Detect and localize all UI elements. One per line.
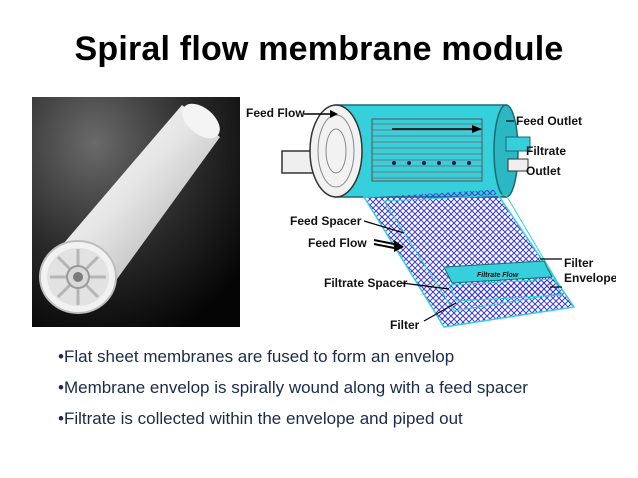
label-feed-flow-top: Feed Flow: [246, 106, 305, 120]
bullet-list: •Flat sheet membranes are fused to form …: [58, 345, 618, 438]
label-filter-envelope-line2: Envelope: [564, 271, 616, 285]
spiral-module-diagram: Feed Flow Feed Outlet Filtrate Outlet Fe…: [244, 97, 618, 335]
label-filter: Filter: [390, 318, 420, 332]
label-feed-flow-lower: Feed Flow: [308, 236, 367, 250]
slide-title: Spiral flow membrane module: [74, 30, 564, 68]
bullet-item: •Membrane envelop is spirally wound alon…: [58, 378, 528, 397]
label-filtrate: Filtrate: [526, 144, 566, 158]
label-feed-outlet: Feed Outlet: [516, 114, 582, 128]
label-filtrate-flow: Filtrate Flow: [477, 272, 519, 279]
label-filtrate-spacer: Filtrate Spacer: [324, 276, 408, 290]
bullet-item: •Flat sheet membranes are fused to form …: [58, 347, 455, 366]
membrane-cartridge-photo: [32, 97, 240, 327]
bullet-item: •Filtrate is collected within the envelo…: [58, 409, 463, 428]
label-outlet: Outlet: [526, 164, 561, 178]
label-feed-spacer: Feed Spacer: [290, 214, 362, 228]
label-filter-envelope-line1: Filter: [564, 256, 594, 270]
